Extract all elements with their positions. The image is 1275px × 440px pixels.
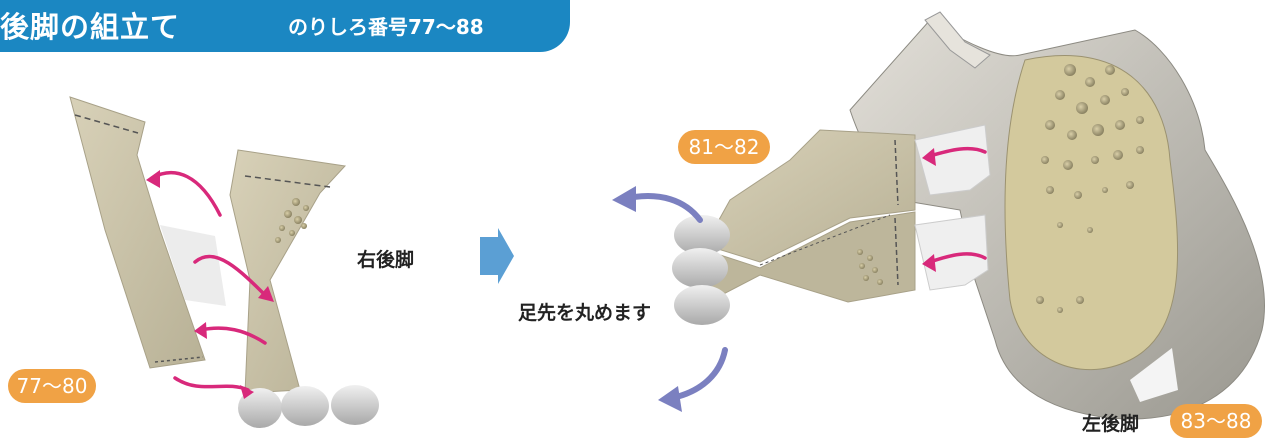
glue-arrowheads-right (922, 148, 936, 272)
curl-toes-label: 足先を丸めます (518, 302, 652, 324)
badge-range-83-88: 83〜88 (1170, 404, 1262, 438)
header-band: 後脚の組立て のりしろ番号77〜88 (0, 0, 570, 52)
left-hind-leg-toes (672, 215, 730, 325)
body-shell (849, 11, 1266, 420)
glue-arrows-right (928, 146, 987, 264)
body-texture-holes (1036, 64, 1144, 313)
glue-arrowheads-left (146, 170, 274, 399)
left-hind-leg-label: 左後脚 (1082, 413, 1140, 435)
header-subtitle: のりしろ番号77〜88 (288, 15, 484, 39)
badge-range-77-80: 77〜80 (8, 369, 96, 403)
leg-assembly-paper (704, 124, 991, 303)
curl-arrowheads (612, 186, 682, 412)
next-step-arrow-icon (480, 228, 514, 284)
header-title: 後脚の組立て (0, 10, 181, 44)
right-hind-leg-part-a (69, 96, 226, 369)
right-hind-leg-part-b (229, 149, 347, 394)
right-hind-leg-label: 右後脚 (357, 249, 415, 271)
badge-range-81-82: 81〜82 (678, 130, 770, 164)
glue-arrows-left (150, 170, 270, 392)
right-hind-leg-toes (238, 385, 379, 428)
